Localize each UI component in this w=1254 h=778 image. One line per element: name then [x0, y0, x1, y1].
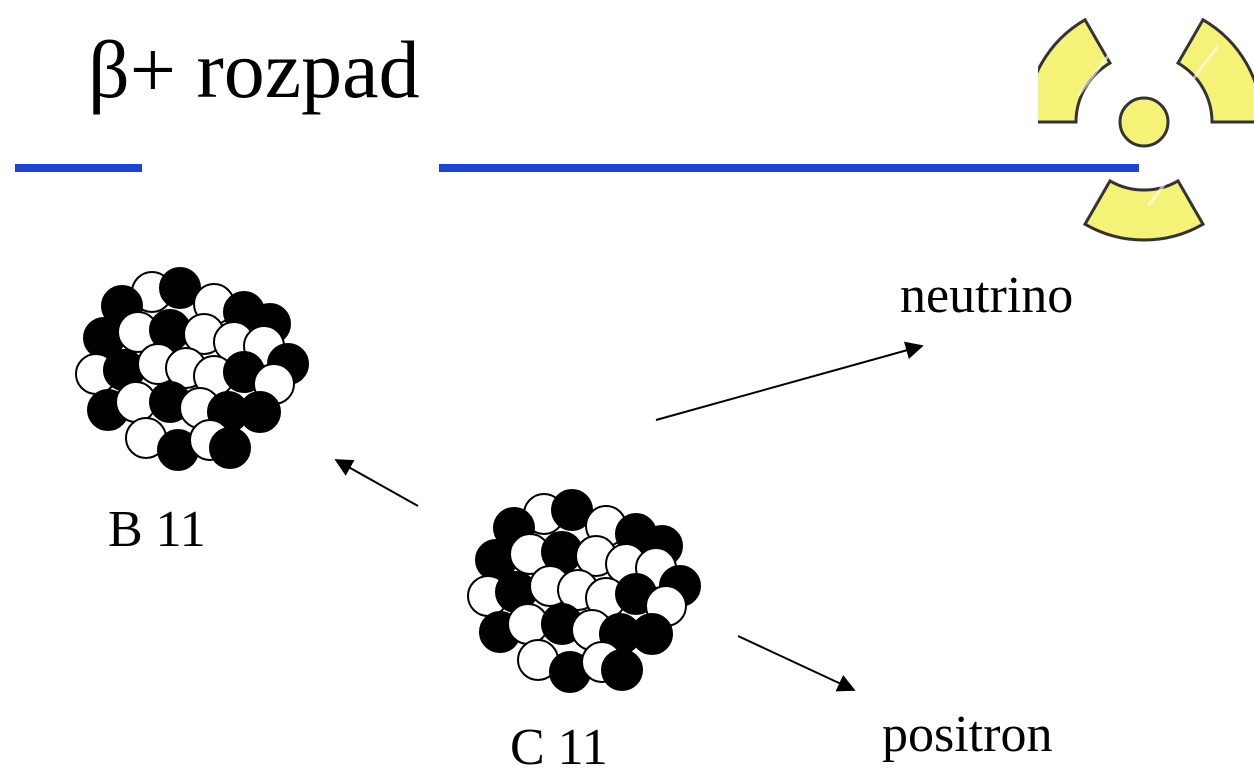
- arrow-to-b11: [334, 459, 419, 507]
- proton-sphere: [209, 427, 251, 469]
- label-neutrino: neutrino: [900, 267, 1074, 324]
- radiation-hazard-icon: [1038, 17, 1254, 242]
- proton-sphere: [159, 267, 201, 309]
- label-c11: C 11: [510, 719, 608, 776]
- c11-nucleus: [467, 489, 701, 693]
- proton-sphere: [239, 391, 281, 433]
- arrow-to-neutrino: [655, 341, 924, 421]
- label-positron: positron: [882, 706, 1053, 763]
- label-b11: B 11: [108, 501, 206, 558]
- proton-sphere: [601, 649, 643, 691]
- proton-sphere: [631, 613, 673, 655]
- title-rule-right: [439, 164, 1139, 172]
- arrow-to-positron: [737, 635, 856, 692]
- page-title: β+ rozpad: [88, 24, 420, 115]
- title-rule-left: [15, 164, 142, 172]
- proton-sphere: [551, 489, 593, 531]
- b11-nucleus: [75, 267, 309, 471]
